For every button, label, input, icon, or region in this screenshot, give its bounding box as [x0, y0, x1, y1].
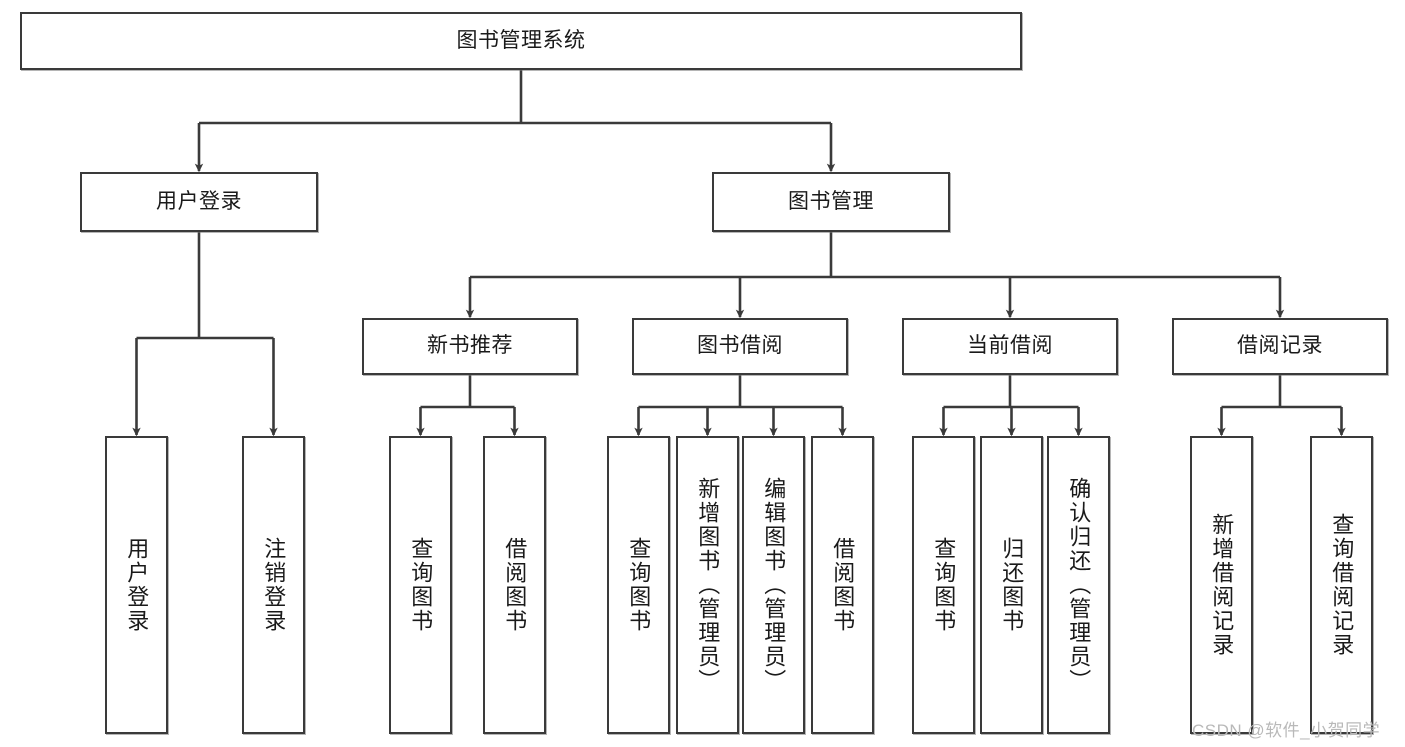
node-label: 新增图书（管理员）	[695, 477, 721, 693]
watermark: CSDN @软件_小贺同学	[1192, 721, 1381, 740]
node-records[interactable]: 借阅记录	[1172, 318, 1388, 375]
node-leaf-cur-query[interactable]: 查询图书	[912, 436, 975, 734]
node-bookmgmt[interactable]: 图书管理	[712, 172, 950, 232]
node-leaf-bb-query[interactable]: 查询图书	[607, 436, 670, 734]
node-label: 图书管理系统	[456, 28, 586, 52]
node-label: 查询借阅记录	[1329, 513, 1355, 657]
node-login[interactable]: 用户登录	[80, 172, 318, 232]
node-leaf-nb-query[interactable]: 查询图书	[389, 436, 452, 734]
node-label: 查询图书	[931, 537, 957, 633]
node-label: 借阅图书	[830, 537, 856, 633]
node-label: 图书管理	[788, 189, 874, 213]
node-label: 图书借阅	[697, 334, 783, 358]
node-newbook[interactable]: 新书推荐	[362, 318, 578, 375]
node-label: 确认归还（管理员）	[1066, 477, 1092, 693]
node-label: 新增借阅记录	[1209, 513, 1235, 657]
node-label: 注销登录	[261, 537, 287, 633]
edge-group	[132, 70, 1346, 437]
node-label: 查询图书	[626, 537, 652, 633]
node-leaf-cur-confirm[interactable]: 确认归还（管理员）	[1047, 436, 1110, 734]
node-root[interactable]: 图书管理系统	[20, 12, 1022, 70]
node-borrowbook[interactable]: 图书借阅	[632, 318, 848, 375]
node-label: 借阅记录	[1237, 334, 1323, 358]
node-label: 用户登录	[124, 537, 150, 633]
node-leaf-rec-add[interactable]: 新增借阅记录	[1190, 436, 1253, 734]
node-leaf-cur-return[interactable]: 归还图书	[980, 436, 1043, 734]
node-leaf-user-logout[interactable]: 注销登录	[242, 436, 305, 734]
node-label: 编辑图书（管理员）	[761, 477, 787, 693]
node-leaf-rec-query[interactable]: 查询借阅记录	[1310, 436, 1373, 734]
node-label: 用户登录	[156, 189, 242, 213]
node-current[interactable]: 当前借阅	[902, 318, 1118, 375]
node-label: 新书推荐	[427, 334, 513, 358]
node-label: 当前借阅	[967, 334, 1053, 358]
node-label: 借阅图书	[502, 537, 528, 633]
node-label: 归还图书	[999, 537, 1025, 633]
node-label: 查询图书	[408, 537, 434, 633]
node-leaf-bb-borrow[interactable]: 借阅图书	[811, 436, 874, 734]
node-leaf-user-login[interactable]: 用户登录	[105, 436, 168, 734]
node-leaf-nb-borrow[interactable]: 借阅图书	[483, 436, 546, 734]
node-leaf-bb-add[interactable]: 新增图书（管理员）	[676, 436, 739, 734]
node-leaf-bb-edit[interactable]: 编辑图书（管理员）	[742, 436, 805, 734]
